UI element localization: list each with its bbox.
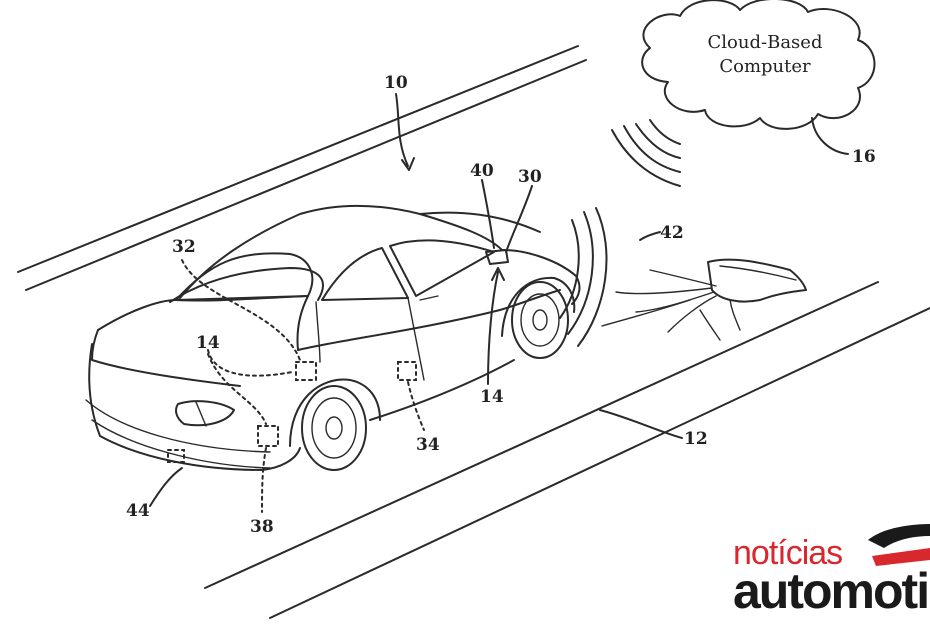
ref-44: 44 [126, 501, 150, 521]
leader-30 [505, 185, 533, 253]
leader-32 [181, 259, 301, 361]
ref-42: 42 [660, 223, 684, 243]
watermark-line2: automoti [733, 563, 930, 619]
road-lower-edge [204, 281, 930, 619]
cloud-shape [641, 0, 876, 130]
front-wheel [501, 276, 576, 359]
ref-14-front: 14 [480, 387, 504, 407]
rear-wheel [289, 378, 381, 471]
leader-40 [481, 179, 495, 249]
vehicle [85, 204, 581, 471]
sensor-32 [295, 361, 317, 381]
leader-10 [395, 93, 415, 171]
leader-14-rear-a [207, 349, 293, 377]
watermark-logo-icon [868, 524, 930, 566]
leader-16 [811, 117, 849, 155]
ref-14-rear: 14 [196, 333, 220, 353]
leader-44 [149, 467, 183, 507]
ref-32: 32 [172, 237, 196, 257]
leader-14-front [487, 267, 505, 385]
leader-12 [599, 409, 683, 439]
leader-14-rear-b [207, 353, 267, 425]
ref-30: 30 [518, 167, 542, 187]
ref-38: 38 [250, 517, 274, 537]
road-upper-edge [17, 45, 587, 291]
ref-16: 16 [852, 147, 876, 167]
sensor-44 [167, 449, 185, 463]
wireless-signal-arcs-car [559, 207, 608, 347]
ref-10: 10 [384, 73, 408, 93]
ref-40: 40 [470, 161, 494, 181]
sensor-34 [397, 361, 417, 381]
leader-42 [639, 231, 661, 241]
cloud-label-line2: Computer [719, 56, 811, 77]
watermark-line1: notícias [733, 534, 843, 572]
ref-34: 34 [416, 435, 440, 455]
cloud-label-line1: Cloud-Based [708, 32, 823, 53]
wireless-signal-arcs-cloud [611, 119, 681, 187]
leader-38 [261, 447, 267, 513]
ref-12: 12 [684, 429, 708, 449]
sensor-38 [257, 425, 279, 447]
road-debris-object [601, 258, 807, 341]
